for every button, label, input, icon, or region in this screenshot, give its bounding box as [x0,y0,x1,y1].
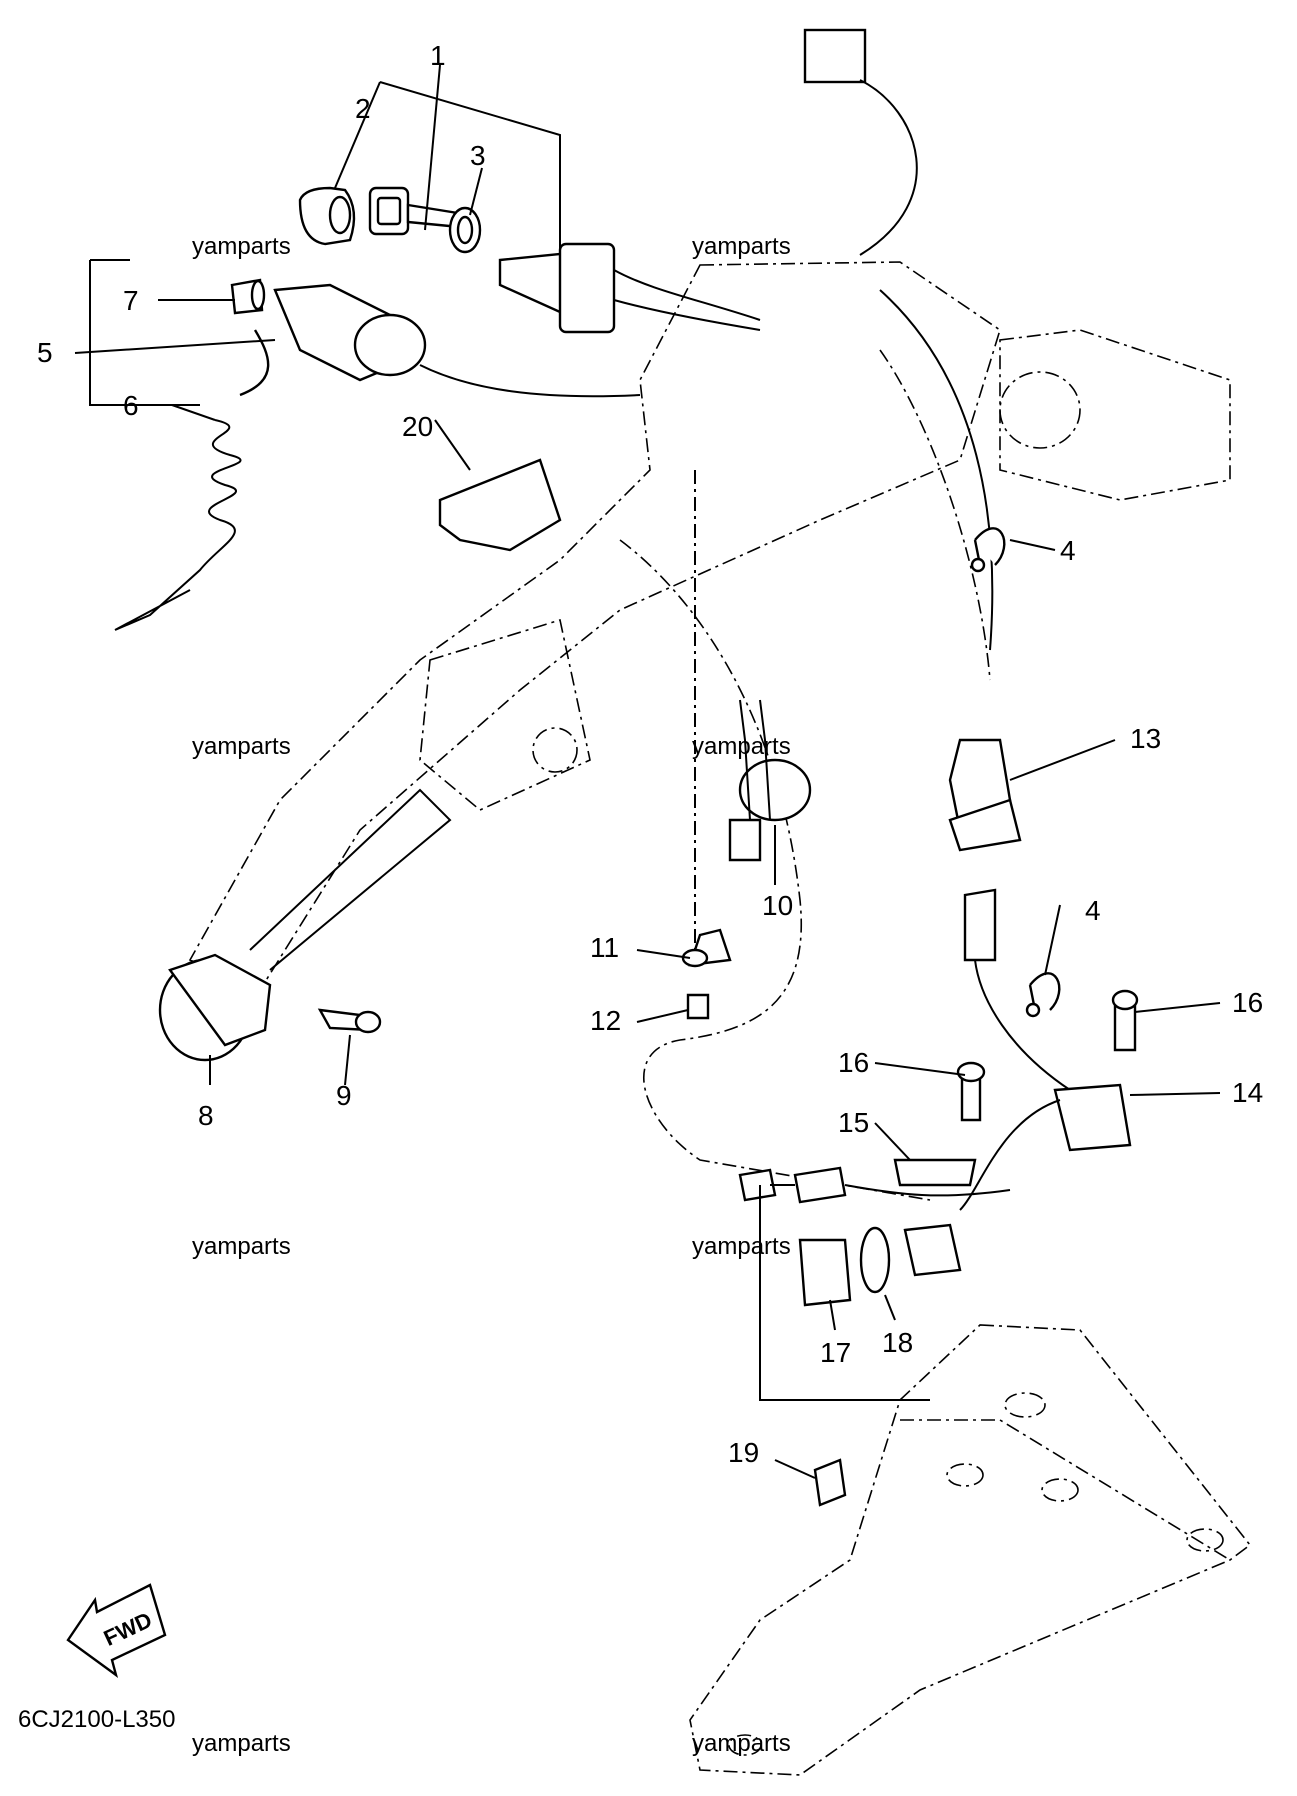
watermark: yamparts [692,733,791,760]
fwd-arrow: FWD [66,1583,167,1678]
part-label-18: 18 [882,1327,913,1358]
part-label-17: 17 [820,1337,851,1368]
engine-stop-switch [114,278,641,631]
part-label-19: 19 [728,1437,759,1468]
part-label-10: 10 [762,890,793,921]
watermarks: yamparts yamparts yamparts yamparts yamp… [192,233,791,1757]
part-labels: 1 2 3 4 4 5 6 7 8 9 10 11 12 13 14 15 16… [37,40,1263,1468]
part-label-1: 1 [430,40,446,71]
main-switch-assembly [298,28,918,334]
part-label-4: 4 [1085,895,1101,926]
part-label-16: 16 [838,1047,869,1078]
part-15 [893,1158,977,1187]
steering-handle-outline [188,261,1231,1201]
watermark: yamparts [692,1233,791,1260]
parts-10-11-12 [681,470,812,1020]
part-label-9: 9 [336,1080,352,1111]
connector-top [803,28,867,84]
part-label-15: 15 [838,1107,869,1138]
part-label-12: 12 [590,1005,621,1036]
parts-15-18 [738,1061,1011,1401]
watermark: yamparts [192,1233,291,1260]
lower-switch [158,788,452,1062]
part-label-20: 20 [402,411,433,442]
part-label-3: 3 [470,140,486,171]
part-label-4: 4 [1060,535,1076,566]
part-label-6: 6 [123,390,139,421]
part-label-8: 8 [198,1100,214,1131]
part-10 [738,758,812,822]
part-label-7: 7 [123,285,139,316]
washer-18 [859,1226,891,1294]
diagram-code: 6CJ2100-L350 [18,1706,175,1733]
connectors [879,289,1139,1211]
bottom-bracket-outline [689,1324,1252,1776]
lanyard-6 [239,329,270,397]
part-label-16: 16 [1232,987,1263,1018]
part-label-2: 2 [355,93,371,124]
part-label-14: 14 [1232,1077,1263,1108]
part-14 [1053,1083,1132,1152]
screw-12 [686,993,710,1020]
leader-lines [74,64,1221,1479]
sticker-19 [813,1458,847,1507]
grommet-17 [798,1238,852,1307]
watermark: yamparts [192,1730,291,1757]
watermark: yamparts [692,1730,791,1757]
part-label-5: 5 [37,337,53,368]
part-label-11: 11 [590,932,619,963]
part-label-13: 13 [1130,723,1161,754]
cover-20 [438,458,562,552]
watermark: yamparts [192,233,291,260]
watermark: yamparts [692,233,791,260]
watermark: yamparts [192,733,291,760]
